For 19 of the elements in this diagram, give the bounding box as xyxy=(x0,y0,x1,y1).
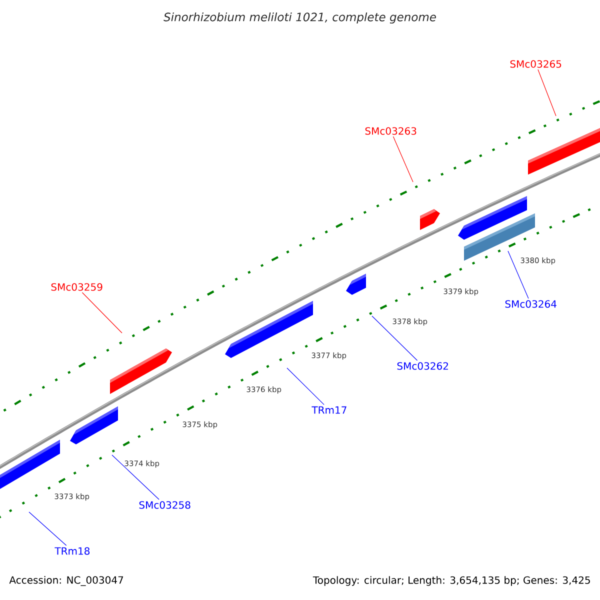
leader-line xyxy=(286,368,324,405)
leader-line xyxy=(508,250,529,299)
title: Sinorhizobium meliloti 1021, complete genome xyxy=(164,12,436,24)
gene-label: TRm17 xyxy=(312,406,346,414)
footer-text: Accession: NC_003047 xyxy=(9,576,124,586)
leader-line xyxy=(112,454,160,500)
gene-label: SMc03265 xyxy=(510,60,562,68)
gene-label: SMc03259 xyxy=(51,283,102,291)
footer-text: Topology: circular; Length: 3,654,135 bp; Genes: 3,425 xyxy=(312,576,590,586)
gene-label: SMc03258 xyxy=(139,501,190,509)
leader-line xyxy=(372,316,418,361)
gene-label: SMc03263 xyxy=(365,127,416,135)
gene-label: SMc03262 xyxy=(397,362,448,370)
gene-label: SMc03264 xyxy=(505,300,556,308)
leader-line xyxy=(82,292,122,334)
leader-line xyxy=(538,69,556,116)
gene-label: TRm18 xyxy=(54,547,90,555)
leader-line xyxy=(392,136,414,182)
leader-line xyxy=(28,512,67,546)
